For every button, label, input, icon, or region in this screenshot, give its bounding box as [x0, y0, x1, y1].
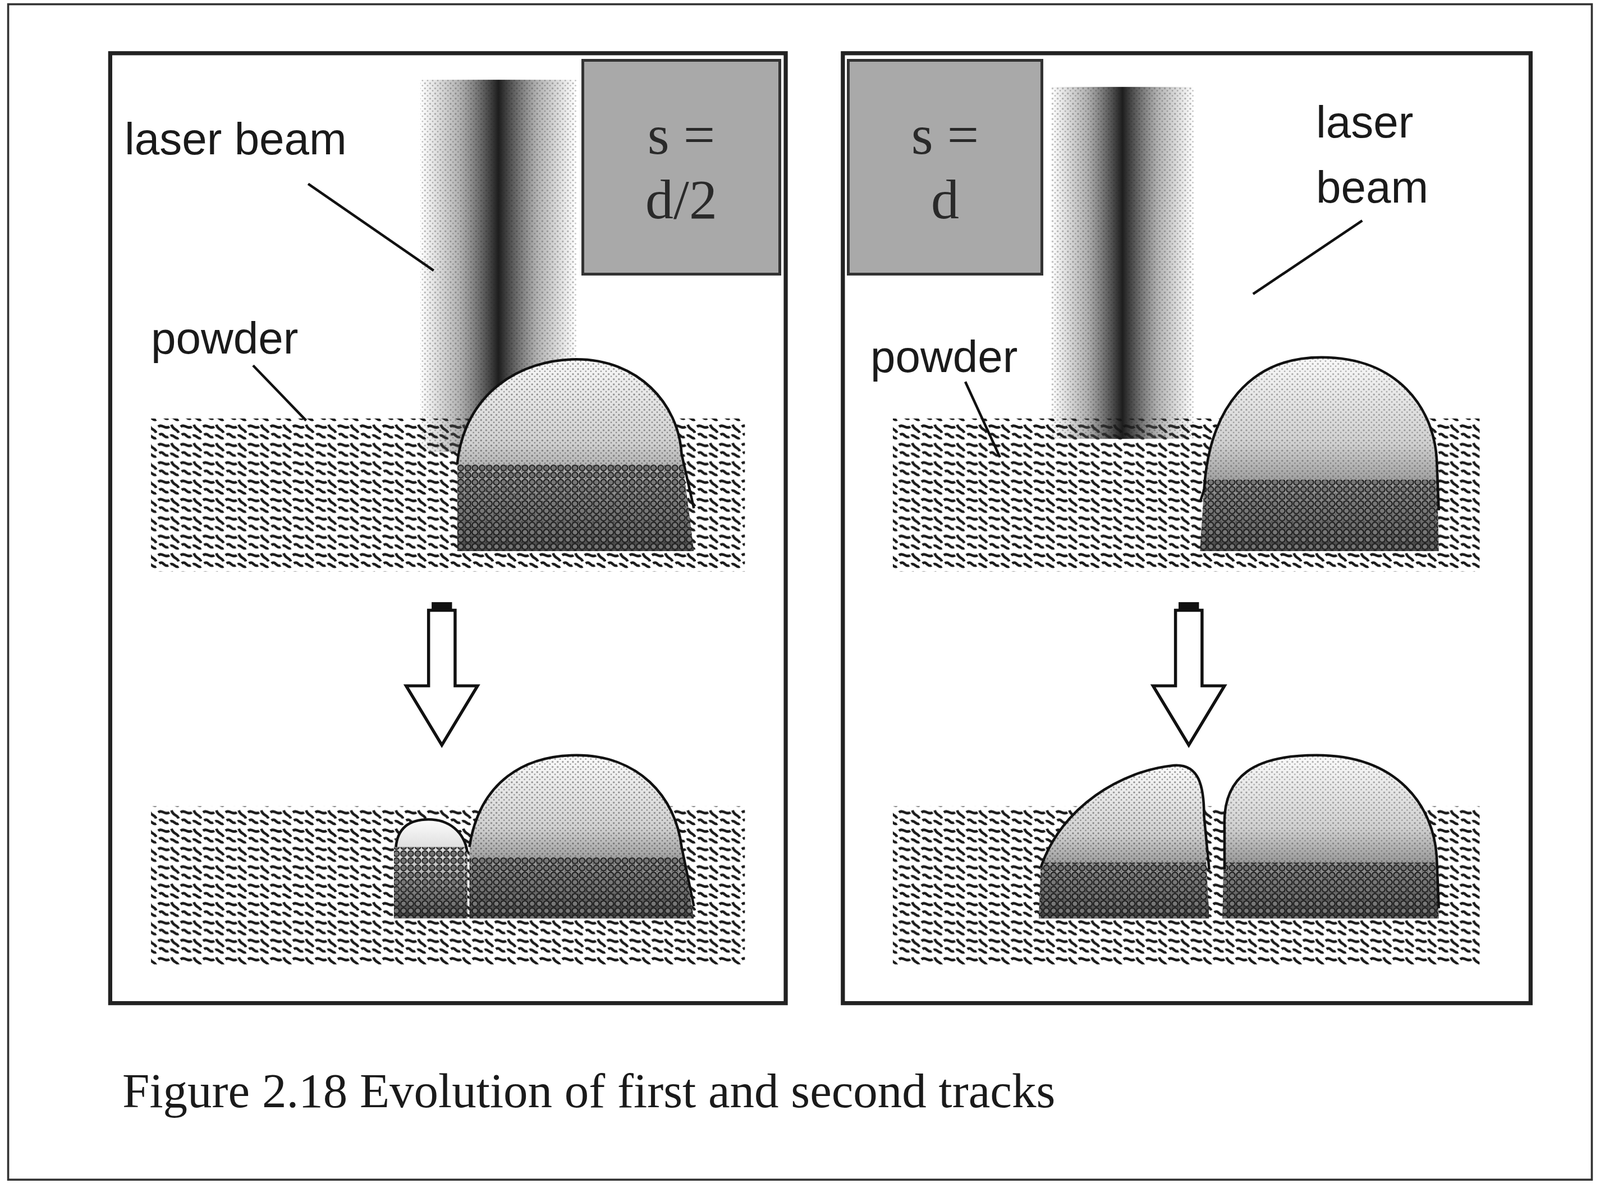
- part-label: laser beam: [1316, 89, 1485, 220]
- part-label: powder: [870, 324, 1018, 390]
- part-label: laser beam: [124, 106, 347, 172]
- outer-frame: [8, 4, 1593, 1181]
- process-arrow: [406, 602, 1225, 746]
- melt-track: [387, 346, 1450, 924]
- spacing-label: s = d: [897, 102, 993, 232]
- panel-frame: [842, 53, 1531, 1004]
- spacing-box: s = d: [846, 58, 1044, 276]
- powder-bed: [150, 418, 1480, 965]
- leader-line: [253, 184, 1363, 458]
- part-label: powder: [150, 305, 299, 371]
- spacing-box: s = d/2: [581, 58, 782, 276]
- spacing-label: s = d/2: [633, 102, 730, 232]
- figure-caption: Figure 2.18 Evolution of first and secon…: [122, 1062, 1056, 1120]
- panel-frame: [109, 53, 786, 1004]
